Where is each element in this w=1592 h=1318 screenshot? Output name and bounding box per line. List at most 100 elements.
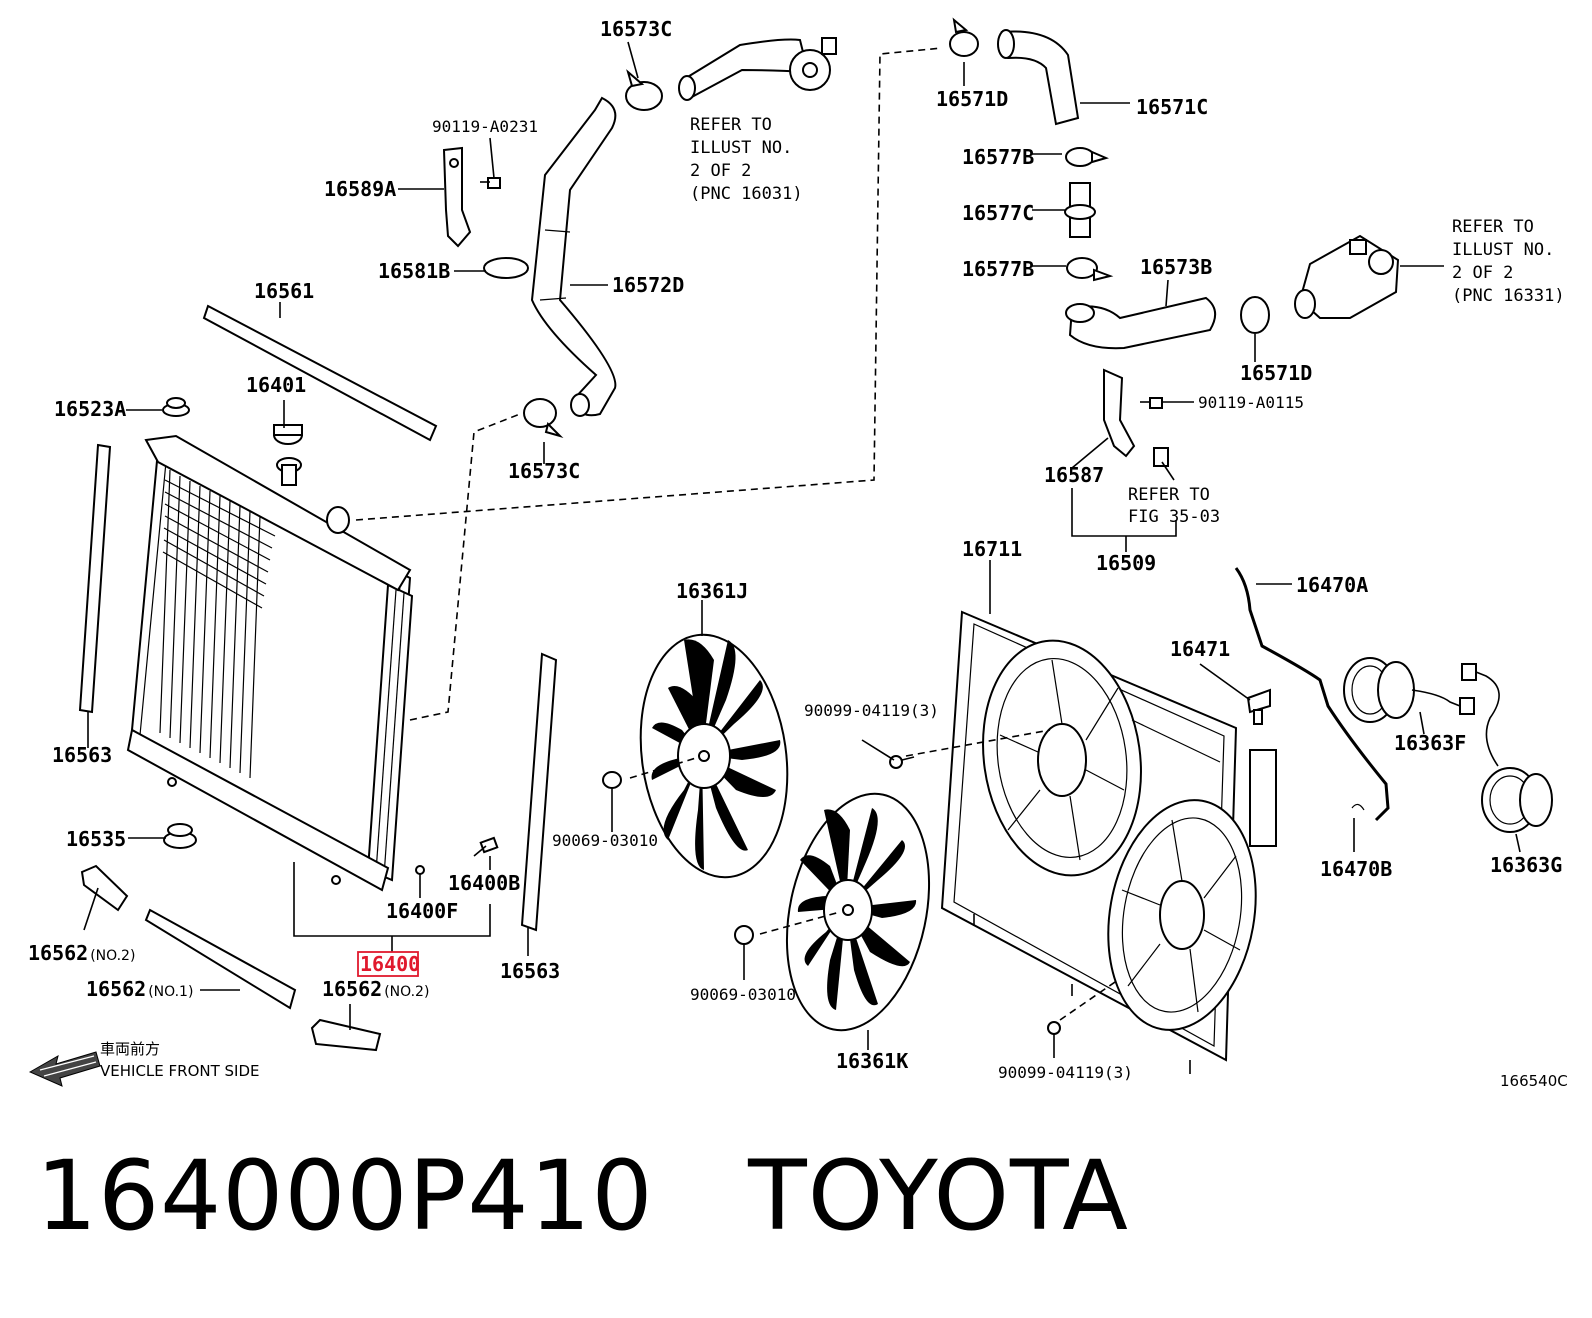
- seal-16563-right: [520, 652, 558, 932]
- label-90069-a: 90069-03010: [552, 831, 658, 850]
- clamp-16581b: [483, 257, 529, 279]
- radiator-core: [159, 469, 276, 779]
- clamp-16577b-bottom: [1066, 257, 1114, 282]
- label-16509: 16509: [1096, 551, 1156, 575]
- label-16573b: 16573B: [1140, 255, 1212, 279]
- leader-lines: [83, 41, 1521, 1058]
- svg-text:(PNC 16031): (PNC 16031): [690, 184, 803, 204]
- svg-text:REFER TO: REFER TO: [690, 115, 772, 135]
- plug-16400f: [415, 865, 425, 875]
- label-90069-b: 90069-03010: [690, 985, 796, 1004]
- svg-text:ILLUST NO.: ILLUST NO.: [690, 138, 792, 158]
- pad-16562-no1: [144, 908, 297, 1010]
- label-16571d-top: 16571D: [936, 87, 1008, 111]
- illustration-code: 166540C: [1500, 1072, 1568, 1090]
- label-16400f: 16400F: [386, 899, 458, 923]
- pipe-16577c: [1064, 182, 1096, 238]
- label-16573c-mid: 16573C: [508, 459, 580, 483]
- grommet-16535: [163, 823, 197, 849]
- vehicle-front-jp: 車両前方: [100, 1040, 160, 1058]
- label-16587: 16587: [1044, 463, 1104, 487]
- water-outlet-16031: [678, 37, 837, 101]
- cap-16401: [273, 424, 303, 445]
- label-16471: 16471: [1170, 637, 1230, 661]
- clamp-16571d-top: [949, 17, 979, 57]
- water-inlet-16331: [1294, 234, 1400, 319]
- label-90099-b: 90099-04119(3): [998, 1063, 1133, 1082]
- label-16563-left: 16563: [52, 743, 112, 767]
- fan-16361k: [785, 792, 931, 1032]
- shroud-16711: [940, 610, 1277, 1074]
- pad-16562-no2-left: [80, 864, 129, 912]
- svg-text:REFER TO: REFER TO: [1452, 217, 1534, 237]
- svg-text:ILLUST NO.: ILLUST NO.: [1452, 240, 1554, 260]
- note-refer-16031: REFER TO ILLUST NO. 2 OF 2 (PNC 16031): [690, 115, 803, 204]
- label-16561: 16561: [254, 279, 314, 303]
- label-90119-a0115: 90119-A0115: [1198, 393, 1304, 412]
- clip-16470b: [1351, 803, 1365, 811]
- harness-16470a: [1234, 567, 1390, 822]
- label-16400b: 16400B: [448, 871, 520, 895]
- note-refer-16331: REFER TO ILLUST NO. 2 OF 2 (PNC 16331): [1452, 217, 1565, 306]
- label-16400: 16400: [360, 952, 420, 976]
- label-16363g: 16363G: [1490, 853, 1562, 877]
- bracket-16589a: [442, 146, 472, 248]
- hose-16571c: [997, 29, 1080, 126]
- brand-name: TOYOTA: [748, 1140, 1129, 1252]
- label-90119-a0231: 90119-A0231: [432, 117, 538, 136]
- clamp-16573c-top: [625, 69, 663, 111]
- label-16562-a: 16562(NO.2): [28, 941, 135, 965]
- label-16470a: 16470A: [1296, 573, 1368, 597]
- radiator: [126, 434, 414, 892]
- label-16562-c: 16562(NO.2): [322, 977, 429, 1001]
- label-16563-right: 16563: [500, 959, 560, 983]
- pad-16562-no2-right: [310, 1018, 382, 1052]
- motor-16363f: [1343, 657, 1475, 723]
- label-16577b-a: 16577B: [962, 145, 1034, 169]
- nut-90069-a: [602, 771, 622, 789]
- part-number: 164000P410: [36, 1140, 654, 1252]
- label-16573c-top: 16573C: [600, 17, 672, 41]
- clamp-16577b-top: [1065, 147, 1109, 167]
- hose-16573b: [1065, 296, 1217, 350]
- seal-16561: [202, 304, 438, 442]
- grommet-16523a: [162, 397, 190, 417]
- screw-90099-a: [889, 755, 915, 769]
- note-refer-35-03: REFER TO FIG 35-03: [1128, 485, 1220, 527]
- label-16571c: 16571C: [1136, 95, 1208, 119]
- svg-text:2 OF 2: 2 OF 2: [1452, 263, 1513, 283]
- clamp-16573c-mid: [523, 398, 564, 439]
- label-16535: 16535: [66, 827, 126, 851]
- bracket-16587: [1103, 368, 1136, 458]
- label-16711: 16711: [962, 537, 1022, 561]
- label-16581b: 16581B: [378, 259, 450, 283]
- motor-16363g: [1461, 663, 1553, 833]
- svg-text:2 OF 2: 2 OF 2: [690, 161, 751, 181]
- highlight-box-16400: [357, 951, 419, 977]
- label-16572d: 16572D: [612, 273, 684, 297]
- fan-16361j: [639, 633, 789, 879]
- clip-35-03: [1153, 447, 1169, 467]
- label-16577b-b: 16577B: [962, 257, 1034, 281]
- label-16363f: 16363F: [1394, 731, 1466, 755]
- label-16577c: 16577C: [962, 201, 1034, 225]
- label-16562-b: 16562(NO.1): [86, 977, 193, 1001]
- vehicle-front-arrow: [28, 1051, 101, 1087]
- label-16571d-mid: 16571D: [1240, 361, 1312, 385]
- vehicle-front-en: VEHICLE FRONT SIDE: [100, 1062, 260, 1080]
- label-16401: 16401: [246, 373, 306, 397]
- label-16523a: 16523A: [54, 397, 126, 421]
- seal-16563-left: [78, 443, 112, 714]
- nut-90069-b: [734, 925, 754, 945]
- label-90099-a: 90099-04119(3): [804, 701, 939, 720]
- label-16361j: 16361J: [676, 579, 748, 603]
- clamp-16571d-mid: [1240, 296, 1270, 334]
- part-footer: 164000P410 TOYOTA: [36, 1140, 1129, 1252]
- label-16589a: 16589A: [324, 177, 396, 201]
- drain-cock-16400b: [473, 836, 499, 857]
- label-16470b: 16470B: [1320, 857, 1392, 881]
- clip-16471: [1246, 688, 1271, 725]
- bolt-90119-a0115: [1140, 397, 1163, 409]
